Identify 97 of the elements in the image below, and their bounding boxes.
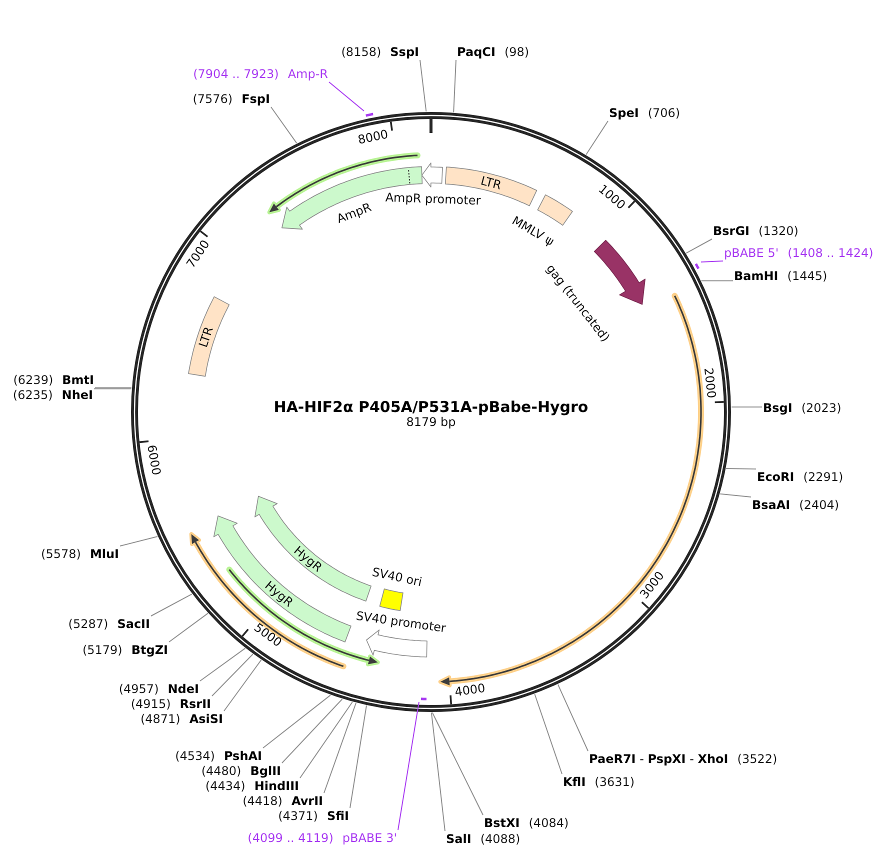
site-position: (4371) [278,809,318,823]
site-position: (3522) [737,752,778,766]
leader-line [282,698,343,764]
tick-label: 8000 [356,128,390,146]
enzyme-name: NdeI [168,682,199,696]
enzyme-name: SfiI [326,809,349,823]
tick-label: 4000 [454,682,486,698]
leader-line [328,82,364,112]
enzyme-name: BstXI [484,816,520,830]
leader-line [350,705,367,808]
enzyme-names: PaeR7I - PspXI - XhoI [589,752,728,766]
leader-line [270,106,298,144]
site-position: (706) [648,106,680,120]
leader-line [224,659,262,712]
site-position: (4434) [205,779,246,793]
site-position: (5578) [41,547,81,561]
site-position: (98) [504,45,530,59]
site-position: (6235) [12,388,53,402]
enzyme-name: MluI [90,547,119,561]
feature-label: SV40 ori [370,564,424,590]
feature-label: AmpR [334,200,374,226]
enzyme-name: PaqCI [457,45,496,59]
site-position: (2291) [803,470,844,484]
site-position: (3631) [594,775,635,789]
enzyme-name: AvrII [291,794,323,808]
enzyme-name: SspI [390,45,419,59]
enzyme-name: AsiSI [189,712,223,726]
leader-line [430,712,446,832]
leader-line [120,536,158,546]
enzyme-name: BsrGI [713,224,750,238]
leader-line [398,702,420,830]
site-position: (1445) [787,269,828,283]
site-position: (4418) [242,794,282,808]
leader-line [557,684,588,752]
site-position: (4957) [118,682,159,696]
feature-label: LTR [478,173,502,192]
enzyme-name: EcoRI [757,470,794,484]
primer-name: pBABE 3' [342,831,397,845]
leader-line [720,493,752,498]
site-position: (4480) [201,764,242,778]
leader-line [686,238,712,254]
leader-line [731,406,762,408]
enzyme-name: SacII [117,617,150,631]
site-position: (7576) [192,92,233,106]
enzyme-name: PshAI [224,749,262,763]
plasmid-length: 8179 bp [406,415,456,429]
site-position: (4534) [175,749,215,763]
site-position: (5287) [68,617,108,631]
leader-line [453,60,456,113]
enzyme-name: BamHI [734,269,778,283]
feature-label: LTR [196,324,216,349]
leader-line [700,280,734,282]
primer-range: (1408 .. 1424) [788,246,874,260]
site-position: (4088) [480,832,520,846]
enzyme-name: RsrII [180,697,211,711]
tick-label: 2000 [702,366,718,399]
leader-line [420,60,427,112]
leader-line [432,712,484,816]
enzyme-name: BmtI [62,373,94,387]
leader-line [324,702,356,794]
enzyme-name: BsaAI [752,498,790,512]
primer-range: (7904 .. 7923) [193,67,279,81]
site-position: (6239) [13,373,54,387]
leader-line [726,468,756,470]
leader-line [586,120,608,156]
leader-line [212,654,254,696]
enzyme-name: FspI [242,92,270,106]
enzyme-name: BtgZI [131,643,168,657]
primer-range: (4099 .. 4119) [248,831,334,845]
enzyme-name: SpeI [609,106,639,120]
plasmid-name: HA-HIF2α P405A/P531A-pBabe-Hygro [274,398,588,416]
site-position: (1320) [758,224,798,238]
leader-line [700,260,724,262]
site-position: (4871) [140,712,180,726]
leader-line [262,694,331,748]
enzyme-name: HindIII [254,779,299,793]
primer-name: pBABE 5' [724,246,779,260]
leader-line [534,694,562,774]
feature-label: AmpR promoter [385,190,481,208]
primer-name: Amp-R [288,67,328,81]
site-position: (5179) [82,643,122,657]
enzyme-name: SalI [446,832,472,846]
site-position: (4084) [528,816,569,830]
site-position: (2023) [801,401,842,415]
leader-line [300,702,353,778]
leader-line [200,648,246,682]
site-position: (2404) [799,498,840,512]
enzyme-name: BsgI [763,401,792,415]
enzyme-name: BglII [250,764,281,778]
enzyme-name: NheI [62,388,93,402]
enzyme-name: KflI [563,775,586,789]
feature-label: SV40 promoter [355,608,447,636]
leader-line [168,612,208,642]
leader-line [150,594,192,616]
site-position: (4915) [130,697,171,711]
site-position: (8158) [341,45,382,59]
tick-label: 6000 [146,444,163,476]
